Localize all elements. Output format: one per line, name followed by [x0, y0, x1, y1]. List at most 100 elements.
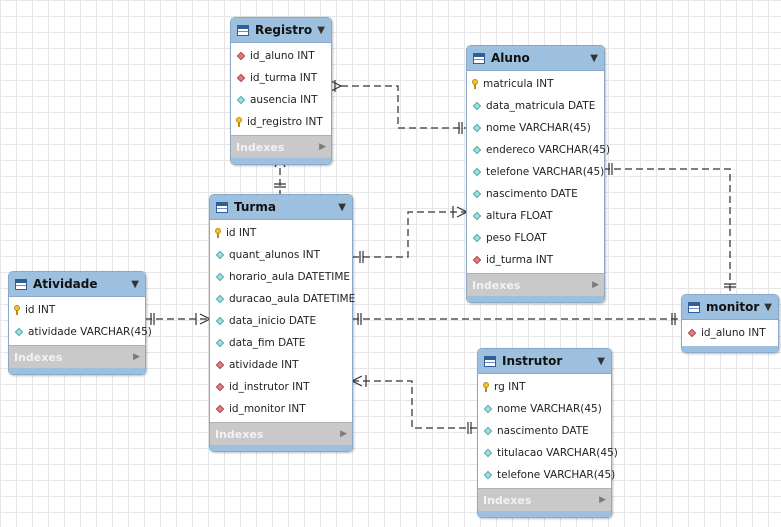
rel-turma-instrutor — [352, 380, 478, 429]
column-row[interactable]: id INT — [9, 299, 145, 321]
column-row[interactable]: data_matricula DATE — [467, 95, 604, 117]
column-label: endereco VARCHAR(45) — [486, 144, 611, 156]
column-row[interactable]: duracao_aula DATETIME — [210, 288, 356, 310]
column-row[interactable]: horario_aula DATETIME — [210, 266, 352, 288]
column-diamond-icon — [215, 316, 225, 326]
table-monitor[interactable]: monitor ▼ id_aluno INT — [681, 294, 779, 353]
column-row[interactable]: id_aluno INT — [231, 45, 331, 67]
column-row[interactable]: endereco VARCHAR(45) — [467, 139, 610, 161]
column-row[interactable]: matricula INT — [467, 73, 604, 95]
table-header[interactable]: Aluno ▼ — [467, 46, 604, 71]
column-row[interactable]: nascimento DATE — [467, 183, 604, 205]
collapse-arrow-icon[interactable]: ▼ — [131, 278, 139, 290]
crowfoot-registro-aluno — [330, 80, 343, 92]
expand-arrow-icon[interactable]: ▶ — [133, 352, 140, 362]
column-label: id_turma INT — [250, 72, 318, 84]
column-row[interactable]: telefone VARCHAR(45) — [467, 161, 604, 183]
column-row[interactable]: quant_alunos INT — [210, 244, 352, 266]
column-label: telefone VARCHAR(45) — [497, 469, 616, 481]
fk-diamond-icon — [236, 51, 246, 61]
table-name: Atividade — [33, 277, 98, 291]
indexes-section[interactable]: Indexes▶ — [231, 135, 331, 158]
collapse-arrow-icon[interactable]: ▼ — [764, 301, 772, 313]
primary-key-icon — [483, 382, 490, 392]
fk-diamond-icon — [215, 360, 225, 370]
column-label: peso FLOAT — [486, 232, 547, 244]
table-header[interactable]: Atividade ▼ — [9, 272, 145, 297]
expand-arrow-icon[interactable]: ▶ — [340, 429, 347, 439]
table-aluno[interactable]: Aluno ▼ matricula INT data_matricula DAT… — [466, 45, 610, 303]
column-row[interactable]: nome VARCHAR(45) — [467, 117, 604, 139]
column-diamond-icon — [472, 145, 482, 155]
expand-arrow-icon[interactable]: ▶ — [599, 495, 606, 505]
column-label: duracao_aula DATETIME — [229, 293, 356, 305]
column-label: id_aluno INT — [250, 50, 315, 62]
one-mark-monitor-aluno — [724, 283, 736, 288]
expand-arrow-icon[interactable]: ▶ — [319, 142, 326, 152]
column-row[interactable]: id_turma INT — [231, 67, 331, 89]
column-label: id_aluno INT — [701, 327, 766, 339]
column-row[interactable]: atividade VARCHAR(45) — [9, 321, 152, 343]
column-row[interactable]: id_turma INT — [467, 249, 604, 271]
table-footer — [210, 445, 352, 451]
column-diamond-icon — [215, 250, 225, 260]
collapse-arrow-icon[interactable]: ▼ — [338, 201, 346, 213]
expand-arrow-icon[interactable]: ▶ — [592, 280, 599, 290]
column-diamond-icon — [483, 448, 493, 458]
column-row[interactable]: data_inicio DATE — [210, 310, 352, 332]
column-row[interactable]: id INT — [210, 222, 352, 244]
column-label: altura FLOAT — [486, 210, 553, 222]
column-label: id_turma INT — [486, 254, 554, 266]
column-row[interactable]: nome VARCHAR(45) — [478, 398, 611, 420]
table-instrutor[interactable]: Instrutor ▼ rg INT nome VARCHAR(45) nasc… — [477, 348, 618, 518]
collapse-arrow-icon[interactable]: ▼ — [597, 355, 605, 367]
column-row[interactable]: atividade INT — [210, 354, 352, 376]
column-row[interactable]: data_fim DATE — [210, 332, 352, 354]
column-row[interactable]: id_monitor INT — [210, 398, 352, 420]
primary-key-icon — [472, 79, 479, 89]
table-header[interactable]: Instrutor ▼ — [478, 349, 611, 374]
column-label: quant_alunos INT — [229, 249, 321, 261]
table-header[interactable]: Turma ▼ — [210, 195, 352, 220]
one-mark-turma-aluno — [359, 251, 364, 263]
table-header[interactable]: monitor ▼ — [682, 295, 778, 320]
column-row[interactable]: altura FLOAT — [467, 205, 604, 227]
column-diamond-icon — [483, 470, 493, 480]
indexes-section[interactable]: Indexes ▶ — [210, 422, 352, 445]
collapse-arrow-icon[interactable]: ▼ — [590, 52, 598, 64]
column-label: matricula INT — [483, 78, 554, 90]
column-diamond-icon — [472, 167, 482, 177]
indexes-section[interactable]: Indexes▶ — [9, 345, 145, 368]
table-name: Aluno — [491, 51, 530, 65]
indexes-label: Indexes — [472, 278, 521, 292]
fk-diamond-icon — [215, 404, 225, 414]
column-row[interactable]: titulacao VARCHAR(45) — [478, 442, 618, 464]
table-turma[interactable]: Turma ▼ id INT quant_alunos INT horario_… — [209, 194, 356, 452]
column-row[interactable]: nascimento DATE — [478, 420, 611, 442]
indexes-label: Indexes — [215, 427, 264, 441]
fk-diamond-icon — [687, 328, 697, 338]
column-row[interactable]: telefone VARCHAR(45) — [478, 464, 615, 486]
indexes-section[interactable]: Indexes▶ — [478, 488, 611, 511]
column-label: atividade INT — [229, 359, 299, 371]
column-row[interactable]: id_registro INT — [231, 111, 331, 133]
indexes-section[interactable]: Indexes ▶ — [467, 273, 604, 296]
column-row[interactable]: id_instrutor INT — [210, 376, 352, 398]
column-diamond-icon — [215, 338, 225, 348]
table-footer — [467, 296, 604, 302]
column-diamond-icon — [472, 123, 482, 133]
table-icon — [237, 24, 249, 36]
table-atividade[interactable]: Atividade ▼ id INT atividade VARCHAR(45)… — [8, 271, 152, 375]
table-registro[interactable]: Registro ▼ id_aluno INT id_turma INT aus… — [230, 17, 332, 165]
one-mark-aluno-monitor — [608, 163, 613, 175]
column-row[interactable]: peso FLOAT — [467, 227, 604, 249]
column-row[interactable]: id_aluno INT — [682, 322, 778, 344]
column-row[interactable]: ausencia INT — [231, 89, 331, 111]
table-icon — [484, 355, 496, 367]
column-diamond-icon — [472, 189, 482, 199]
column-diamond-icon — [215, 294, 225, 304]
column-row[interactable]: rg INT — [478, 376, 611, 398]
collapse-arrow-icon[interactable]: ▼ — [317, 24, 325, 36]
table-header[interactable]: Registro ▼ — [231, 18, 331, 43]
